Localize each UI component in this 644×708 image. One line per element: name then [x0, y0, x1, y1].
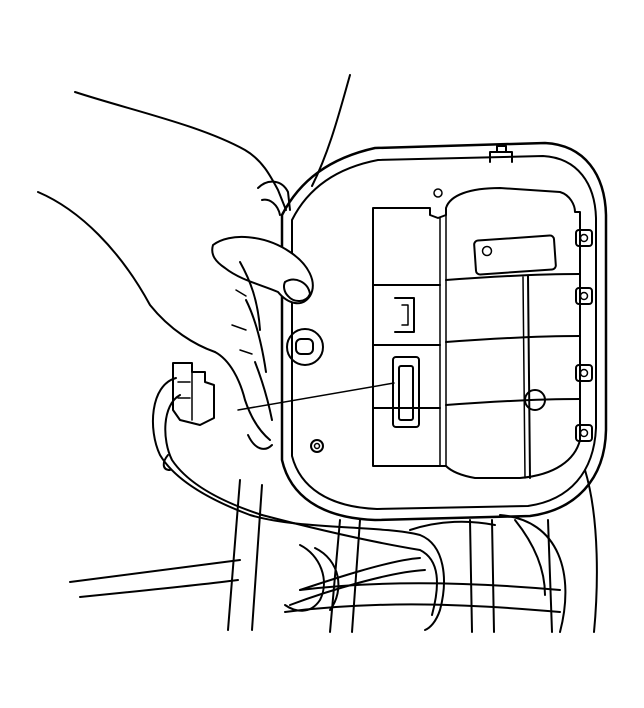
module-grid [372, 187, 593, 479]
leader-line [237, 382, 395, 411]
hand [37, 74, 351, 450]
seat-frame [69, 145, 598, 633]
wire-harness [151, 362, 496, 631]
cover-panel [280, 141, 608, 522]
